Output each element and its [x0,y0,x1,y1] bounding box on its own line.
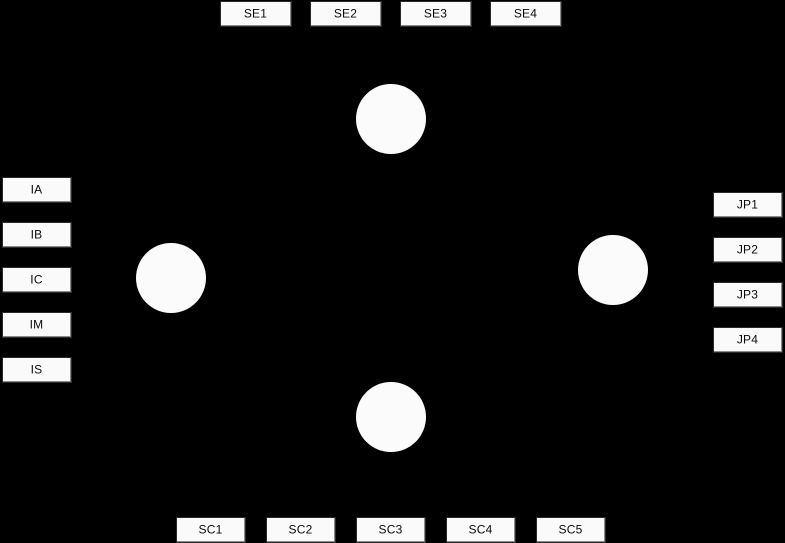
top-node[interactable] [356,84,426,154]
box-se3[interactable]: SE3 [400,1,472,27]
box-ia[interactable]: IA [2,177,72,203]
box-label: SC4 [468,522,493,536]
box-sc1[interactable]: SC1 [176,517,246,543]
box-jp2[interactable]: JP2 [713,237,783,263]
box-label: SE4 [513,6,538,20]
right-node[interactable] [578,235,648,305]
box-jp1[interactable]: JP1 [713,192,783,218]
box-sc4[interactable]: SC4 [446,517,516,543]
box-label: JP1 [736,197,759,211]
box-sc2[interactable]: SC2 [266,517,336,543]
box-se4[interactable]: SE4 [490,1,562,27]
box-label: SC5 [558,522,583,536]
box-jp4[interactable]: JP4 [713,327,783,353]
box-label: SE1 [243,6,268,20]
bottom-node[interactable] [356,382,426,452]
box-label: JP2 [736,242,759,256]
box-ic[interactable]: IC [2,267,72,293]
box-label: IA [30,182,43,196]
box-label: IC [30,272,43,286]
box-label: SC2 [288,522,313,536]
box-label: IB [30,227,43,241]
box-is[interactable]: IS [2,357,72,383]
box-label: JP3 [736,287,759,301]
box-label: SC3 [378,522,403,536]
box-label: SE3 [423,6,448,20]
left-node[interactable] [136,243,206,313]
box-label: IM [29,317,44,331]
box-ib[interactable]: IB [2,222,72,248]
box-label: SC1 [198,522,223,536]
box-label: SE2 [333,6,358,20]
box-label: IS [30,362,43,376]
box-se1[interactable]: SE1 [220,1,292,27]
box-se2[interactable]: SE2 [310,1,382,27]
box-sc5[interactable]: SC5 [536,517,606,543]
box-jp3[interactable]: JP3 [713,282,783,308]
box-label: JP4 [736,332,759,346]
box-im[interactable]: IM [2,312,72,338]
box-sc3[interactable]: SC3 [356,517,426,543]
